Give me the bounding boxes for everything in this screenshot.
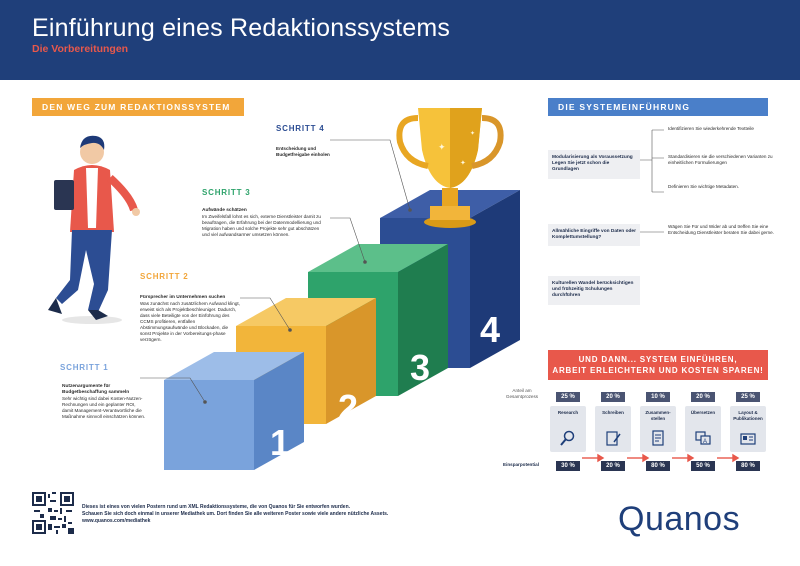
step-4-title: SCHRITT 4 — [276, 124, 325, 133]
document-icon — [652, 430, 664, 446]
process-zusammenstellen-label: Zusammen-stellen — [645, 410, 671, 421]
step-4-number: 4 — [480, 309, 500, 350]
footer-line-1: Dieses ist eines von vielen Postern rund… — [82, 504, 351, 510]
footer-text: Dieses ist eines von vielen Postern rund… — [82, 504, 422, 525]
svg-text:A: A — [703, 439, 707, 445]
step-1-heading: Nutzenargumente für Budgetbeschaffung sa… — [62, 384, 130, 395]
right-section-heading: DIE SYSTEMEINFÜHRUNG VORBEREITEN — [548, 98, 768, 130]
step-3-number: 3 — [410, 347, 430, 388]
bracket-lines — [640, 129, 664, 233]
page-header: Einführung eines Redaktionssystems Die V… — [0, 0, 800, 80]
process-schreiben: Schreiben — [595, 406, 631, 452]
share-research: 25 % — [556, 392, 580, 402]
step-1-block — [164, 352, 304, 470]
prep-box-eingriffe: Allmähliche Eingriffe von Daten oder Kom… — [548, 224, 640, 247]
step-3-description: Aufwände schätzen Im Zweifelsfall lohnt … — [202, 208, 326, 238]
trophy-icon: ✦ ✦ ✦ — [396, 108, 504, 228]
savings-label: Einsparpotential — [503, 462, 539, 467]
svg-text:✦: ✦ — [470, 130, 475, 137]
step-2-heading: Fürsprecher im Unternehmen suchen — [140, 295, 226, 300]
savings-research: 30 % — [556, 461, 580, 471]
prep-note-1a: Identifizieren Sie wiederkehrende Textte… — [668, 126, 754, 131]
left-section-heading: DEN WEG ZUM REDAKTIONSSYSTEM EBNEN — [32, 98, 244, 130]
share-uebersetzen: 20 % — [691, 392, 715, 402]
process-schreiben-label: Schreiben — [602, 410, 624, 415]
translate-icon: A — [695, 431, 711, 445]
step-2-text: Was zunächst nach zusätzlichem Aufwand k… — [140, 301, 240, 342]
footer-line-2: Schauen Sie sich doch einmal in unserer … — [82, 511, 389, 517]
businessman-figure — [48, 135, 140, 324]
step-1-title: SCHRITT 1 — [60, 363, 109, 372]
step-2-number: 2 — [338, 387, 358, 428]
step-1-description: Nutzenargumente für Budgetbeschaffung sa… — [62, 384, 146, 420]
layout-icon — [740, 433, 756, 445]
step-1-text: Sehr wichtig sind dabei Kosten-Nutzen-Re… — [62, 396, 146, 419]
process-uebersetzen-label: Übersetzen — [690, 410, 716, 415]
prep-box-modularisierung: Modularisierung als Voraussetzung Legen … — [548, 150, 640, 179]
step-4-text: Entscheidung und Budgetfreigabe einholen — [276, 146, 330, 157]
process-arrows — [582, 453, 740, 463]
share-schreiben: 20 % — [601, 392, 625, 402]
process-research-label: Research — [557, 410, 579, 415]
prep-box-kultur: Kulturellen Wandel berücksichtigen und f… — [548, 276, 640, 305]
writing-icon — [606, 431, 621, 446]
process-zusammenstellen: Zusammen-stellen — [640, 406, 676, 452]
magnifier-icon — [560, 430, 575, 446]
prep-note-1c: Definieren Sie wichtige Metadaten. — [668, 184, 739, 189]
page-title: Einführung eines Redaktionssystems — [32, 14, 451, 42]
step-3-heading: Aufwände schätzen — [202, 208, 247, 213]
process-layout: Layout & Publikationen — [730, 406, 766, 452]
savings-schreiben: 20 % — [601, 461, 625, 471]
benefits-heading-line1: UND DANN... SYSTEM EINFÜHREN, — [578, 355, 738, 364]
quanos-logo: Quanos — [618, 500, 741, 538]
process-uebersetzen: Übersetzen A — [685, 406, 721, 452]
step-1-number: 1 — [270, 422, 290, 463]
qr-code-icon[interactable] — [32, 492, 74, 534]
step-2-title: SCHRITT 2 — [140, 272, 189, 281]
step-3-text: Im Zweifelsfall lohnt es sich, externe D… — [202, 214, 321, 237]
benefits-heading: UND DANN... SYSTEM EINFÜHREN, ARBEIT ERL… — [548, 350, 768, 380]
step-2-description: Fürsprecher im Unternehmen suchen Was zu… — [140, 295, 240, 343]
process-layout-label: Layout & Publikationen — [733, 410, 763, 421]
savings-uebersetzen: 50 % — [691, 461, 715, 471]
page-subtitle: Die Vorbereitungen — [32, 43, 129, 55]
prep-note-2: Wägen Sie Für und Wider ab und treffen S… — [668, 224, 774, 235]
footer-link[interactable]: www.quanos.com/mediathek — [82, 518, 151, 524]
share-label: Anteil am Gesamtprozess — [505, 388, 539, 399]
share-layout: 25 % — [736, 392, 760, 402]
callout-lines — [140, 139, 412, 404]
prep-note-1b: Standardisieren sie die verschiedenen Va… — [668, 154, 773, 165]
benefits-heading-line2: ARBEIT ERLEICHTERN UND KOSTEN SPAREN! — [552, 366, 764, 375]
savings-layout: 80 % — [736, 461, 760, 471]
step-3-title: SCHRITT 3 — [202, 188, 251, 197]
process-research: Research — [550, 406, 586, 452]
savings-zusammenstellen: 80 % — [646, 461, 670, 471]
svg-text:✦: ✦ — [460, 159, 466, 167]
share-zusammenstellen: 10 % — [646, 392, 670, 402]
svg-text:✦: ✦ — [438, 142, 446, 152]
